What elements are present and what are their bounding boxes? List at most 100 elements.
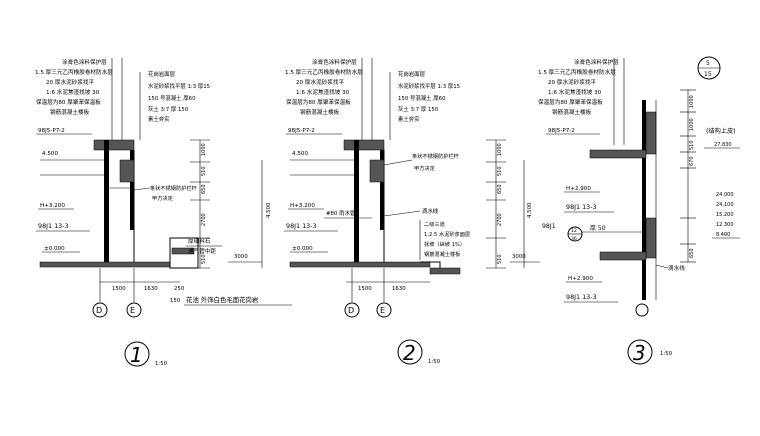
ref-top-3: 98J5-P7-2	[548, 128, 575, 134]
ref-top-1: 98J5-P7-2	[38, 128, 65, 134]
layer-3-4: 1:6 水泥焦渣找坡 30	[548, 88, 602, 96]
elev-top-1: 4.500	[42, 151, 58, 157]
detail-number-1: 1	[130, 343, 143, 367]
elev-zero-1: ±0.000	[44, 246, 65, 252]
layer-3-6: 钢筋混凝土楼板	[552, 108, 592, 116]
circle2-bot-3: 36	[571, 236, 577, 242]
right-layer-2-3: 150 号混凝土 厚60	[398, 94, 446, 102]
detail-number-circle-2	[397, 339, 423, 365]
axis-e-1: E	[130, 306, 135, 315]
dim-1-3000: 3000	[234, 254, 248, 260]
elev-mid-2: H+3.200	[290, 203, 315, 209]
layer-1-2: 1.5 厚三元乙丙橡胶卷材防水层	[35, 68, 113, 76]
layer-1-6: 钢筋混凝土楼板	[50, 108, 90, 116]
dim-2-1500: 1500	[358, 286, 372, 292]
axis-d-2: D	[348, 306, 354, 315]
note-rail2-2: 甲方决定	[414, 164, 435, 172]
layer-2-3: 20 厚水泥砂浆找平	[296, 78, 344, 86]
dim-1-250: 250	[174, 286, 185, 292]
detail-3: 5 15 涂膏色涂料保护层 1.5 厚三元乙丙橡胶卷材防水层 20 厚水泥砂浆找…	[538, 56, 740, 365]
elev-3-3: 15.200	[716, 212, 734, 218]
dim-2-510a: 510	[497, 166, 503, 176]
right-layer-1-5: 素土夯实	[148, 115, 170, 123]
dim-2-650: 650	[497, 184, 503, 194]
note-thick-3: 厚 50	[590, 225, 606, 232]
elev-3-2: 24.100	[716, 202, 734, 208]
note-vent-1: 通气管中距	[188, 247, 216, 255]
note-layer-2-4: 钢筋混凝土楼板	[424, 250, 461, 258]
layer-3-3: 20 厚水泥砂浆找平	[548, 78, 596, 86]
elev-3-1: 24.000	[716, 192, 734, 198]
dim-1-1500: 1500	[112, 286, 126, 292]
note-drip-2: 滴水线	[422, 207, 439, 215]
layer-2-1: 涂膏色涂料保护层	[312, 58, 357, 66]
ref-low-3: 98J1	[542, 223, 556, 230]
layer-2-5: 保温层为80 厚聚苯保温板	[286, 98, 351, 106]
dim-3-1000b: 1000	[689, 118, 695, 131]
dim-1-1630: 1630	[144, 286, 158, 292]
note-bottom-1: 花池 外饰白色毛面花岗岩	[186, 295, 259, 304]
elev-3-4: 12.300	[716, 222, 734, 228]
dim-1-1000: 1000	[201, 143, 207, 156]
note-rail2-1: 甲方决定	[152, 194, 173, 202]
ref-bot-3: 98J1 13-3	[566, 293, 597, 301]
layer-1-3: 20 厚水泥砂浆找平	[46, 78, 94, 86]
right-layer-1-2: 水泥砂浆找平层 1:3 厚15	[148, 82, 210, 90]
detail-number-circle-3	[627, 339, 653, 365]
elev-struct-3: (结构上皮)	[706, 127, 736, 135]
ref-mid-2: 98J1 13-3	[286, 222, 317, 230]
layer-3-1: 涂膏色涂料保护层	[574, 58, 619, 66]
note-rail-2: 条状不锈钢防护栏杆	[412, 152, 459, 160]
dim-3-670: 670	[689, 156, 695, 166]
dim-3-650: 650	[689, 248, 695, 258]
detail-2: 涂膏色涂料保护层 1.5 厚三元乙丙橡胶卷材防水层 20 厚水泥砂浆找平 1:6…	[284, 58, 540, 365]
dim-2-2700: 2700	[497, 213, 503, 226]
detail-number-3: 3	[633, 341, 646, 365]
elev-top-2: 4.500	[292, 151, 308, 157]
dim-3-510: 510	[689, 140, 695, 150]
layer-2-2: 1.5 厚三元乙丙橡胶卷材防水层	[285, 68, 363, 76]
ref-mid-1: 98J1 13-3	[38, 222, 69, 230]
elev-mid-1: H+3.200	[40, 203, 65, 209]
detail-scale-2: 1:50	[428, 359, 441, 365]
note-drip-3: 滴水线	[668, 264, 685, 272]
right-layer-2-2: 水泥砂浆找平层 1:3 厚15	[398, 82, 460, 90]
note-layer-2-3: 找坡（纵坡 1%）	[424, 240, 465, 248]
dim-2-1000: 1000	[497, 143, 503, 156]
axis-marker-d-1	[92, 302, 108, 318]
axis-marker-e-2	[376, 302, 392, 318]
dim-1-510a: 510	[201, 166, 207, 176]
layer-3-5: 保温层为80 厚聚苯保温板	[538, 98, 603, 106]
layer-1-1: 涂膏色涂料保护层	[62, 58, 107, 66]
elev-3-0: 27.830	[714, 142, 732, 148]
ref-top-2: 98J5-P7-2	[288, 128, 315, 134]
elev-bot-3: H+2.900	[568, 276, 593, 282]
detail-scale-1: 1:50	[155, 361, 168, 367]
note-rail-1: 条状不锈钢防护栏杆	[150, 184, 197, 192]
right-layer-2-4: 灰土 3:7 厚 150	[398, 105, 439, 113]
note-pipe-2: #80 雨水管	[326, 209, 356, 217]
axis-e-2: E	[380, 306, 385, 315]
detail-1: 涂膏色涂料保护层 1.5 厚三元乙丙橡胶卷材防水层 20 厚水泥砂浆找平 1:6…	[35, 58, 292, 367]
note-layer-2-2: 1:2.5 水泥砂浆面层	[424, 230, 470, 238]
dim-2-1630: 1630	[392, 286, 406, 292]
circle2-top-3: 12	[571, 228, 577, 234]
detail-number-circle-1	[124, 341, 150, 367]
circle-top-3: 5	[706, 60, 710, 67]
right-layer-2-1: 花岗岩面层	[398, 70, 426, 78]
dim-1-4500: 4,500	[266, 202, 272, 218]
elev-3-5: 8.400	[716, 232, 730, 238]
layer-2-4: 1:6 水泥焦渣找坡 30	[296, 88, 350, 96]
dim-2-3000: 3000	[512, 254, 526, 260]
elev-mid-3: H+2.900	[566, 186, 591, 192]
dim-3-1000a: 1000	[689, 95, 695, 108]
axis-marker-e-1	[126, 302, 142, 318]
detail-scale-3: 1:50	[660, 351, 673, 357]
axis-marker-d-2	[344, 302, 360, 318]
right-layer-1-3: 150 号混凝土 厚60	[148, 94, 196, 102]
ref-mid-3: 98J1 13-3	[566, 203, 597, 211]
note-stone-1: 厚细料石	[188, 237, 211, 245]
note-layer-2-1: 二级三道	[424, 220, 445, 228]
layer-2-6: 钢筋混凝土楼板	[300, 108, 340, 116]
